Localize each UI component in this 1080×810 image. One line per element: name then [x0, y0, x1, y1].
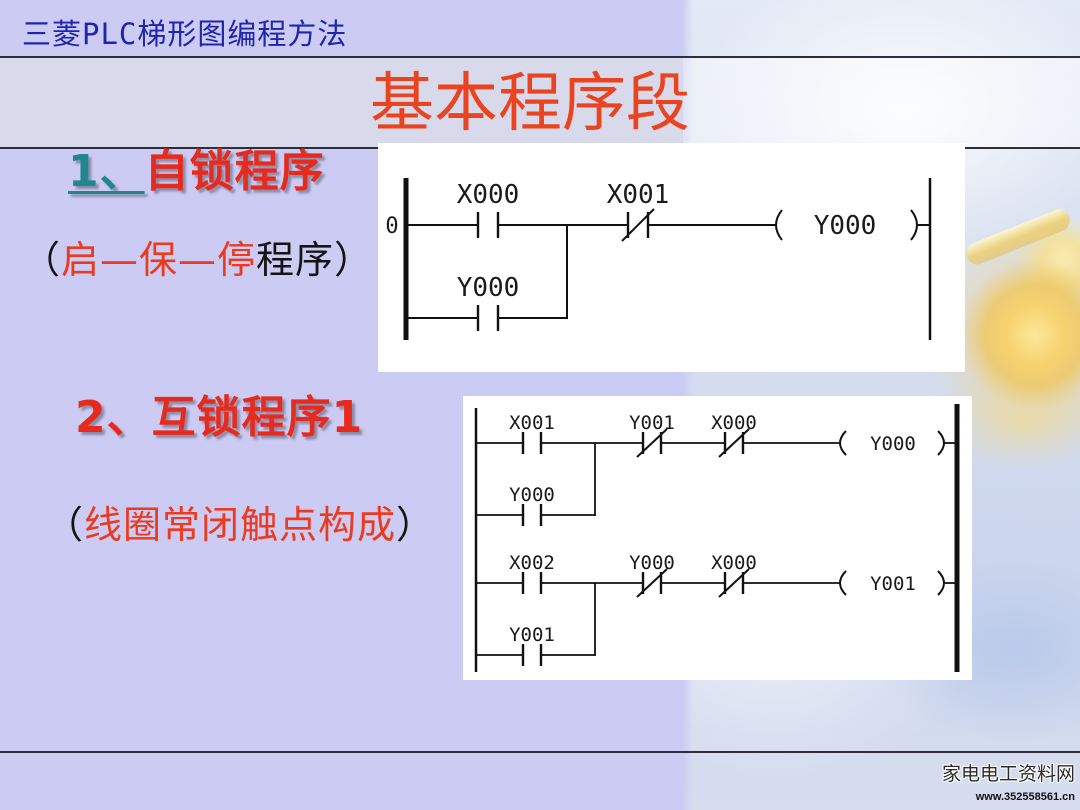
normally-open-contact-icon: X001 — [509, 412, 555, 454]
title-band — [0, 58, 1080, 147]
header-divider-line — [0, 56, 1080, 58]
section2-note-highlight: 线圈常闭触点构成 — [84, 503, 397, 547]
normally-open-contact-icon: X000 — [457, 180, 520, 238]
parallel-branch: Y000 — [476, 443, 596, 526]
section2-note-open: （ — [45, 503, 85, 547]
normally-open-contact-icon: Y000 — [509, 484, 555, 526]
normally-open-contact-icon: X002 — [509, 552, 555, 594]
contact-label: Y000 — [457, 273, 520, 303]
normally-closed-contact-icon: Y000 — [629, 552, 675, 598]
output-coil-icon: Y001 — [839, 570, 945, 596]
normally-open-contact-icon: Y000 — [457, 273, 520, 331]
coil-right-paren — [937, 570, 945, 596]
watermark-url: www.352558561.cn — [975, 791, 1075, 803]
watermark: 家电电工资料网 www.352558561.cn — [942, 762, 1075, 804]
contact-slash — [636, 428, 668, 458]
contact-label: X000 — [457, 180, 520, 210]
coil-label: Y001 — [870, 573, 916, 595]
contact-label: Y001 — [629, 412, 675, 434]
header-title: 三菱PLC梯形图编程方法 — [22, 17, 348, 51]
contact-label: Y001 — [509, 624, 555, 646]
normally-closed-contact-icon: Y001 — [629, 412, 675, 458]
output-coil-icon: Y000 — [839, 430, 945, 456]
section2-heading: 2、互锁程序1 — [75, 392, 364, 443]
coil-label: Y000 — [814, 211, 877, 241]
coil-left-paren — [839, 570, 847, 596]
contact-label: Y000 — [629, 552, 675, 574]
contact-label: X000 — [711, 552, 757, 574]
slide-title: 基本程序段 — [370, 67, 690, 141]
parallel-branch: Y001 — [476, 583, 596, 666]
contact-label: X000 — [711, 412, 757, 434]
contact-slash — [718, 428, 750, 458]
contact-label: Y000 — [509, 484, 555, 506]
contact-label: X001 — [607, 180, 670, 210]
output-coil-icon: Y000 — [775, 209, 918, 241]
section1-note-highlight: 启—保—停 — [61, 238, 257, 282]
coil-label: Y000 — [870, 433, 916, 455]
parallel-branch: Y000 — [406, 225, 568, 331]
coil-right-paren — [937, 430, 945, 456]
section2-note: （线圈常闭触点构成） — [45, 499, 435, 551]
normally-closed-contact-icon: X001 — [607, 180, 670, 242]
section1-note-open: （ — [22, 238, 62, 282]
section1-note-rest: 程序） — [256, 238, 374, 282]
coil-right-paren — [910, 209, 918, 241]
contact-slash — [621, 208, 655, 242]
normally-open-contact-icon: Y001 — [509, 624, 555, 666]
normally-closed-contact-icon: X000 — [711, 412, 757, 458]
footer-divider-line — [0, 751, 1080, 753]
contact-label: X002 — [509, 552, 555, 574]
contact-slash — [718, 568, 750, 598]
step-number: 0 — [385, 214, 398, 239]
coil-left-paren — [839, 430, 847, 456]
normally-closed-contact-icon: X000 — [711, 552, 757, 598]
section1-heading: 1、自锁程序 — [68, 146, 325, 198]
contact-label: X001 — [509, 412, 555, 434]
coil-left-paren — [775, 209, 783, 241]
watermark-site-name: 家电电工资料网 — [941, 763, 1075, 785]
section1-number-link[interactable]: 1、 — [68, 146, 145, 197]
section1-heading-text: 自锁程序 — [144, 146, 325, 197]
section1-note: （启—保—停程序） — [22, 234, 373, 286]
section2-note-close: ） — [396, 503, 436, 547]
contact-slash — [636, 568, 668, 598]
decorative-rod — [962, 206, 1074, 268]
